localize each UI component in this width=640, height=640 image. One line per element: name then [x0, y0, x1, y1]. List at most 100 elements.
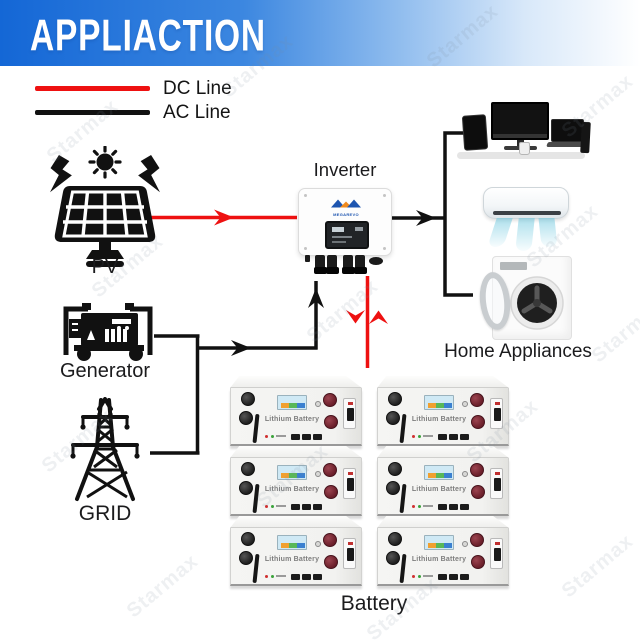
battery-module-front: Lithium Battery — [377, 458, 509, 516]
battery-connector-icon — [241, 392, 255, 406]
battery-module-top — [377, 376, 509, 388]
battery-connector-icon — [388, 462, 402, 476]
battery-connector-icon — [386, 551, 400, 565]
battery-button — [315, 541, 321, 547]
ac-line-swatch — [35, 110, 150, 115]
battery-module: Lithium Battery — [230, 446, 362, 516]
battery-connector-icon — [239, 411, 253, 425]
inverter-brand-text: MEGAREVO — [333, 212, 359, 217]
inverter-label: Inverter — [313, 159, 377, 180]
battery-terminal-icon — [470, 393, 484, 407]
antenna-icon — [252, 413, 260, 444]
battery-terminal-icon — [471, 415, 485, 429]
battery-connector-icon — [386, 411, 400, 425]
battery-terminal-icon — [470, 463, 484, 477]
solar-panel-icon — [50, 146, 160, 267]
battery-display — [424, 535, 454, 550]
generator-icon — [63, 303, 153, 361]
battery-breaker — [343, 468, 356, 499]
washer-body — [492, 256, 572, 340]
battery-module-label: Lithium Battery — [264, 556, 320, 563]
inverter-connector — [353, 255, 367, 274]
ac-line-label: AC Line — [163, 102, 231, 123]
junction-arrowhead — [231, 340, 251, 356]
battery-module-front: Lithium Battery — [230, 458, 362, 516]
battery-label: Battery — [340, 592, 408, 615]
inverter-box: MEGAREVO — [298, 188, 392, 256]
battery-terminal-icon — [471, 555, 485, 569]
battery-module-front: Lithium Battery — [377, 528, 509, 586]
screw-icon — [383, 247, 386, 250]
sun-icon — [88, 146, 122, 179]
battery-module-top — [377, 446, 509, 458]
inverter-device: MEGAREVO — [298, 188, 392, 290]
battery-display — [277, 465, 307, 480]
battery-breaker — [490, 538, 503, 569]
dc-line-label: DC Line — [163, 78, 232, 99]
battery-module-top — [230, 516, 362, 528]
battery-terminal-icon — [323, 533, 337, 547]
monitor-icon — [491, 102, 549, 140]
screw-icon — [304, 247, 307, 250]
battery-connector-icon — [239, 481, 253, 495]
battery-connector-icon — [239, 551, 253, 565]
inverter-to-appliances-arrowhead — [416, 210, 436, 226]
battery-terminal-icon — [471, 485, 485, 499]
battery-button — [462, 401, 468, 407]
shadow — [457, 152, 585, 159]
battery-module: Lithium Battery — [377, 446, 509, 516]
ac-unit-body — [483, 187, 569, 219]
battery-module-label: Lithium Battery — [411, 486, 467, 493]
battery-button — [315, 401, 321, 407]
inverter-connector — [369, 257, 383, 265]
washer-control-panel — [500, 262, 527, 270]
battery-breaker — [490, 468, 503, 499]
screw-icon — [383, 194, 386, 197]
battery-connector-icon — [388, 532, 402, 546]
antenna-icon — [399, 483, 407, 514]
megarevo-logo-icon — [331, 199, 361, 208]
battery-terminal-icon — [323, 393, 337, 407]
battery-module-label: Lithium Battery — [411, 416, 467, 423]
battery-button — [315, 471, 321, 477]
antenna-icon — [252, 553, 260, 584]
inverter-connector — [313, 255, 327, 274]
air-conditioner-icon — [483, 187, 569, 251]
battery-breaker — [343, 538, 356, 569]
laptop-icon — [551, 119, 584, 142]
battery-display — [277, 535, 307, 550]
lightning-bolt-icon — [50, 154, 160, 193]
battery-breaker — [490, 398, 503, 429]
battery-connector-icon — [386, 481, 400, 495]
panel-body — [54, 186, 156, 267]
tv-computer-icon — [455, 100, 591, 166]
inverter-display — [325, 221, 369, 249]
inverter-connector — [341, 255, 355, 274]
battery-module: Lithium Battery — [377, 376, 509, 446]
battery-module: Lithium Battery — [230, 516, 362, 586]
pv-label: PV — [91, 256, 119, 278]
washer-drum — [510, 276, 564, 330]
battery-connector-icon — [241, 532, 255, 546]
battery-module-label: Lithium Battery — [264, 416, 320, 423]
screw-icon — [304, 194, 307, 197]
battery-connector-icon — [388, 392, 402, 406]
home-appliances-label: Home Appliances — [444, 341, 592, 362]
battery-display — [277, 395, 307, 410]
battery-module-front: Lithium Battery — [230, 388, 362, 446]
battery-display — [424, 465, 454, 480]
inverter-brand-logo: MEGAREVO — [299, 195, 393, 217]
dc-line-swatch — [35, 86, 150, 91]
battery-terminal-icon — [323, 463, 337, 477]
battery-module-front: Lithium Battery — [377, 388, 509, 446]
ac-vent — [493, 211, 561, 215]
antenna-icon — [399, 413, 407, 444]
inverter-connector — [325, 255, 339, 274]
battery-connector-icon — [241, 462, 255, 476]
battery-terminal-icon — [324, 485, 338, 499]
battery-display — [424, 395, 454, 410]
battery-module-label: Lithium Battery — [264, 486, 320, 493]
watermark: Starmax — [122, 550, 203, 623]
battery-module-front: Lithium Battery — [230, 528, 362, 586]
